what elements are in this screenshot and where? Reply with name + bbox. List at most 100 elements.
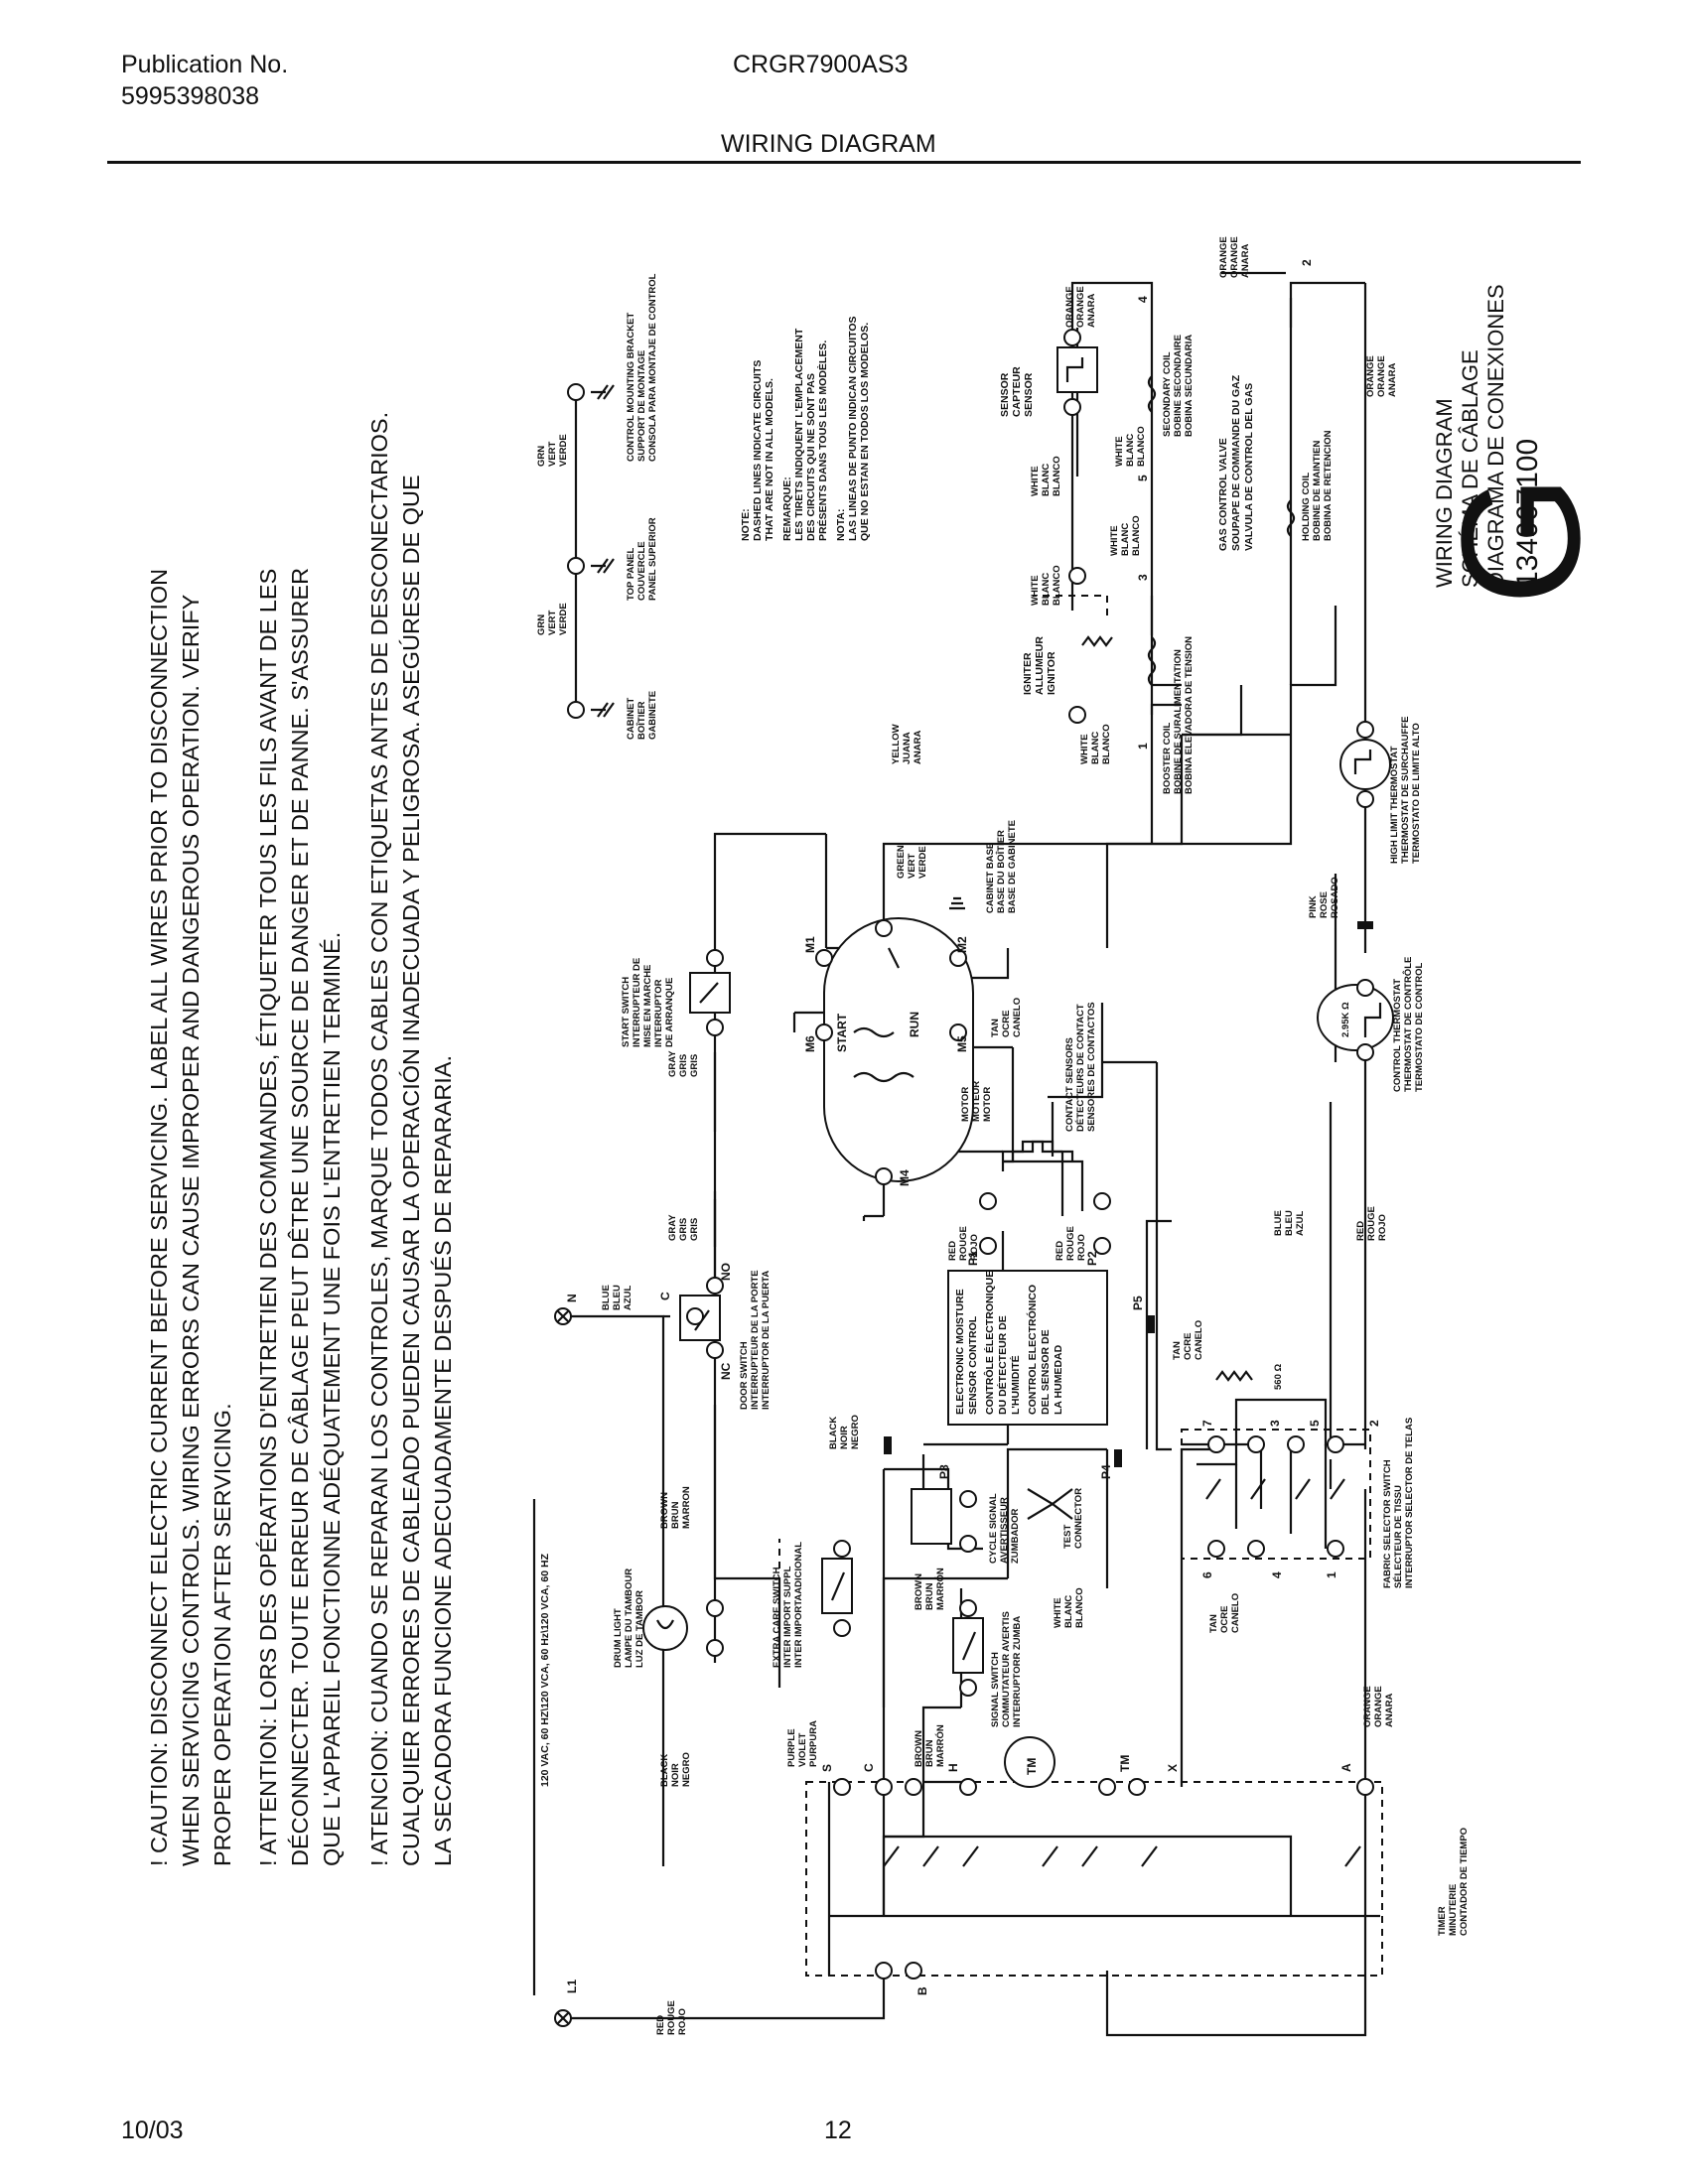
bracket-es: CONSOLA PARA MONTAJE DE CONTROL <box>647 273 658 462</box>
motor-fr: MOTEUR <box>971 1081 982 1122</box>
wire-label-blue-door: BLUE BLEU AZUL <box>601 1285 633 1310</box>
timer-label-fr: MINUTERIE <box>1448 1884 1459 1936</box>
wire-color-fr: BRUN <box>924 1739 935 1767</box>
top-panel-fr: COUVERCLE <box>636 541 647 601</box>
wire-color-es: ROSADO <box>1330 877 1340 918</box>
fabric-selector-fr: SÉLECTEUR DE TISSU <box>1393 1485 1404 1588</box>
fabric-terminal-6: 6 <box>1200 1571 1214 1578</box>
p5-connector <box>1147 1315 1155 1333</box>
control-thermostat-fr: THERMOSTAT DE CONTRÔLE <box>1402 957 1414 1092</box>
extra-care-switch: EXTRA CARE SWITCH INTER IMPORT SUPPL INT… <box>772 1540 853 1668</box>
timer-terminal-s: S <box>820 1764 834 1772</box>
door-switch-fr: INTERRUPTEUR DE LA PORTE <box>750 1270 761 1410</box>
moisture-terminal-p4: P4 <box>1099 1464 1113 1479</box>
motor-outline <box>823 917 974 1182</box>
signal-switch-fr: COMMUTATEUR AVERTIS <box>1001 1611 1012 1727</box>
moisture-terminal-p8: P8 <box>937 1464 951 1479</box>
cycle-signal-label: CYCLE SIGNAL AVERTISSEUR ZUMBADOR <box>988 1493 1021 1564</box>
timer-label-en: TIMER <box>1437 1906 1448 1936</box>
title-line-2: SCHÉMA DE CÂBLAGE <box>1458 349 1482 588</box>
wire-color-fr: VERT <box>907 853 917 879</box>
booster-en: BOOSTER COIL <box>1162 722 1173 794</box>
wire-label-red-p2: RED ROUGE ROJO <box>1055 1226 1087 1261</box>
secondary-fr: BOBINE SECONDAIRE <box>1173 335 1184 437</box>
booster-coil-label: BOOSTER COIL BOBINE DE SURALIMENTATION B… <box>1162 636 1195 794</box>
wire-color-en: ORANGE <box>1064 286 1075 328</box>
moisture-sensor-control: ELECTRONIC MOISTURE SENSOR CONTROL CONTR… <box>884 1192 1155 1479</box>
wire-color-fr: BRUN <box>924 1582 935 1610</box>
gas-valve-label: GAS CONTROL VALVE SOUPAPE DE COMMANDE DU… <box>1217 374 1255 551</box>
wire-color-fr: OCRE <box>1183 1333 1194 1360</box>
wire-color-es: ANARA <box>913 731 923 764</box>
note-7: PRÉSENTS DANS TOUS LES MODÈLES. <box>816 341 829 541</box>
cabinet-en: CABINET <box>626 698 636 740</box>
wire-label-white-valve: WHITE BLANC BLANCO <box>1109 515 1142 556</box>
start-switch-es-2: DE ARRANQUE <box>664 978 675 1047</box>
wire-label-black-drum: BLACK NOIR NEGRO <box>659 1752 692 1787</box>
warning-es-line-2: CUALQUIER ERRORES DE CABLEADO PUEDEN CAU… <box>398 475 424 1866</box>
contact-sensors-label: CONTACT SENSORS DÉTECTEURS DE CONTACT SE… <box>1064 1002 1097 1132</box>
note-5: LES TIRETS INDIQUENT L'EMPLACEMENT <box>793 328 805 541</box>
contact-sensors-en: CONTACT SENSORS <box>1064 1037 1075 1132</box>
secondary-es: BOBINA SECUNDARIA <box>1184 335 1195 437</box>
cabinet-base-en: CABINET BASE <box>985 843 996 913</box>
warning-en-line-3: PROPER OPERATION AFTER SERVICING. <box>210 1403 235 1866</box>
wire-color-es: ANARA <box>1384 1694 1395 1727</box>
section-title: WIRING DIAGRAM <box>721 130 936 158</box>
wire-color-es: GRIS <box>689 1054 700 1077</box>
gas-terminal-1: 1 <box>1136 743 1150 750</box>
signal-switch: SIGNAL SWITCH COMMUTATEUR AVERTIS INTERR… <box>952 1599 1023 1727</box>
thermostat-resistor: 2.95K Ω <box>1340 1002 1351 1037</box>
moisture-line-5: L'HUMIDITÉ <box>1009 1355 1022 1415</box>
gas-terminal-4: 4 <box>1136 296 1150 303</box>
igniter: IGNITER ALLUMEUR IGNITOR <box>1022 567 1113 724</box>
wire-color-en: WHITE <box>1114 436 1125 467</box>
wire-color-es: ANARA <box>1240 244 1251 278</box>
wire-label-white-test: WHITE BLANC BLANCO <box>1053 1587 1085 1628</box>
warning-fr-line-1: ! ATTENTION: LORS DES OPÉRATIONS D'ENTRE… <box>255 569 281 1866</box>
wire-color-es: AZUL <box>1295 1210 1306 1236</box>
wire-color-fr: ROUGE <box>958 1226 969 1261</box>
grn2-es: VERDE <box>558 434 569 467</box>
extra-care-en: EXTRA CARE SWITCH <box>772 1567 782 1668</box>
dashed-circuit-ground <box>1033 595 1108 615</box>
wire-color-es: ANARA <box>1387 363 1398 397</box>
door-switch-es: INTERRUPTOR DE LA PUERTA <box>761 1271 772 1410</box>
wire-label-white-gas: WHITE BLANC BLANCO <box>1114 426 1147 467</box>
door-terminal-c: C <box>658 1292 672 1300</box>
moisture-terminal-p2: P2 <box>1085 1251 1099 1266</box>
cabinet-base-label: CABINET BASE BASE DU BOÎTIER BASE DE GAB… <box>985 820 1018 913</box>
wire-color-en: BLACK <box>828 1417 839 1449</box>
grn2-en: GRN <box>536 446 547 467</box>
test-connector-en-2: CONNECTOR <box>1073 1488 1084 1549</box>
wire-color-fr: ROUGE <box>1366 1206 1377 1241</box>
wire-label-brown-light: BROWN BRUN MARRON <box>659 1486 692 1529</box>
note-4: REMARQUE: <box>781 477 793 541</box>
moisture-line-8: LA HUMEDAD <box>1053 1344 1064 1415</box>
wire-color-en: BROWN <box>914 1573 924 1610</box>
wire-color-fr: OCRE <box>1001 1011 1012 1037</box>
note-9: LAS LINEAS DE PUNTO INDICAN CIRCUITOS <box>847 316 859 541</box>
wire-color-fr: ORANGE <box>1229 236 1240 278</box>
control-thermostat-es: TERMOSTATO DE CONTROL <box>1414 962 1425 1092</box>
fabric-terminal-1: 1 <box>1325 1571 1338 1578</box>
wire-color-es: AZUL <box>623 1285 633 1310</box>
grn1-fr: VERT <box>547 610 558 635</box>
moisture-line-7: DEL SENSOR DE <box>1040 1329 1052 1415</box>
high-limit-thermostat: HIGH LIMIT THERMOSTAT THERMOSTAT DE SURC… <box>1339 717 1422 864</box>
warning-french: ! ATTENTION: LORS DES OPÉRATIONS D'ENTRE… <box>255 568 345 1866</box>
warning-english: ! CAUTION: DISCONNECT ELECTRIC CURRENT B… <box>146 569 235 1866</box>
moisture-line-6: CONTROL ELECTRÓNICO <box>1026 1285 1039 1415</box>
motor-label: MOTOR MOTEUR MOTOR <box>960 1081 993 1122</box>
wire-color-en: PURPLE <box>786 1728 797 1767</box>
wire-color-es: ROJO <box>1377 1214 1388 1241</box>
drum-light: DRUM LIGHT LAMPE DU TAMBOUR LUZ DE TAMBO… <box>613 1569 724 1668</box>
motor-es: MOTOR <box>982 1087 993 1122</box>
wire-color-fr: BLANC <box>1120 523 1131 556</box>
gas-valve-es: VALVULA DE CONTROL DEL GAS <box>1243 383 1255 551</box>
wire-color-fr: BLANC <box>1041 573 1052 606</box>
wire-color-en: RED <box>1355 1221 1366 1241</box>
wire-color-fr: ROSE <box>1319 891 1330 918</box>
wire-label-white-igniter: WHITE BLANC BLANCO <box>1079 724 1112 764</box>
wire-color-fr: OCRE <box>1219 1606 1230 1633</box>
